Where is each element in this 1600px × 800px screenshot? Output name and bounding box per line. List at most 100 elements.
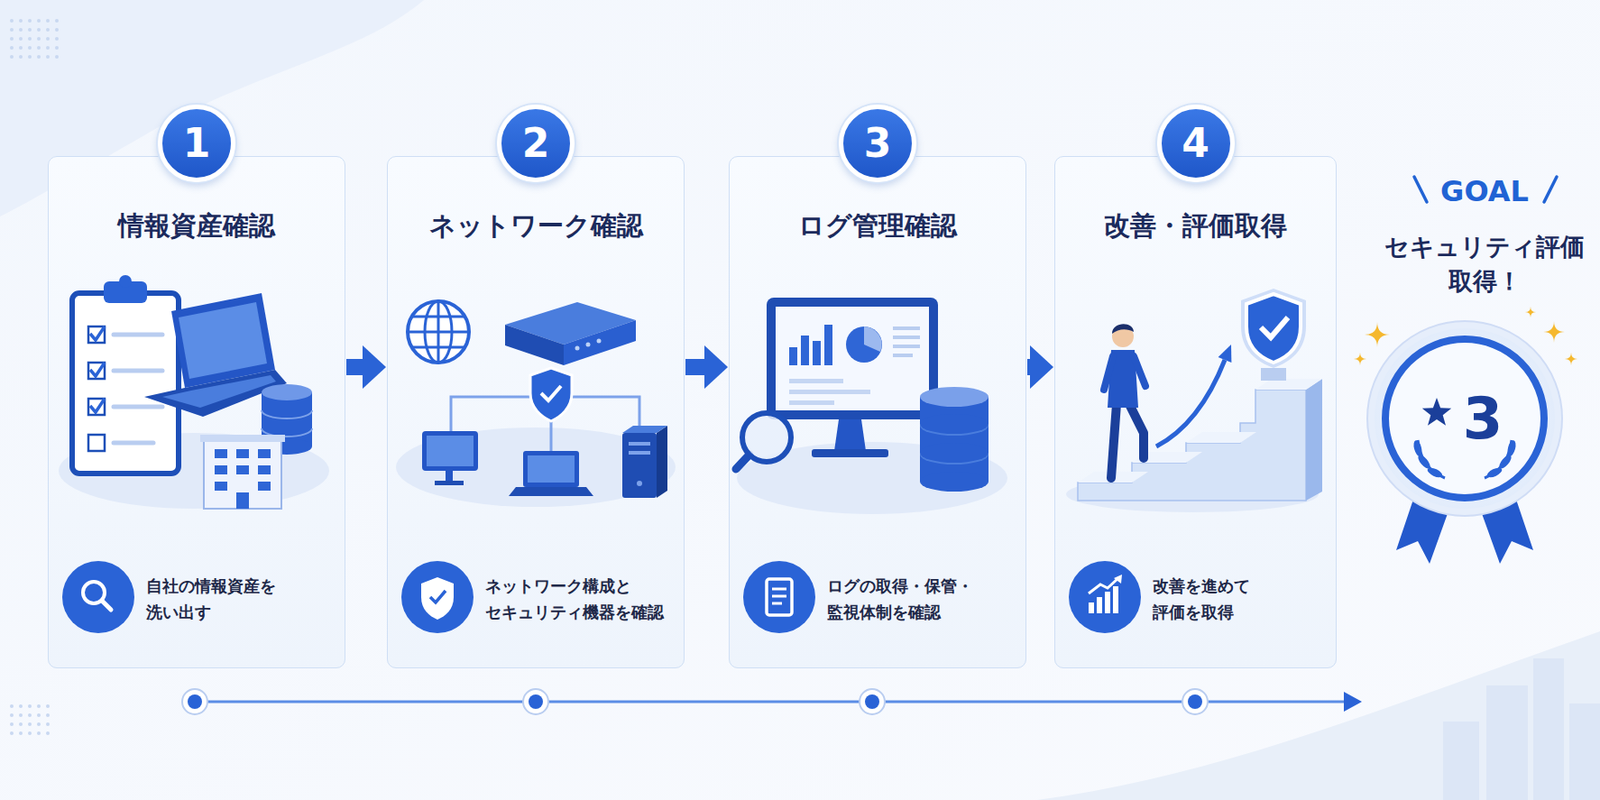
step-title: 情報資産確認 [118, 207, 276, 244]
badge-outer [1374, 328, 1555, 509]
stairs-side [1305, 378, 1323, 501]
globe-lines [407, 301, 469, 363]
description-column: 自社の情報資産を 洗い出す [146, 572, 332, 626]
checkmark [90, 326, 105, 341]
platform [395, 427, 676, 507]
chart-icon-arrow [1088, 578, 1119, 594]
chart-icon-bar [1104, 591, 1111, 614]
list-line [113, 441, 154, 446]
shield-check [541, 386, 561, 401]
monitor-base [434, 480, 464, 486]
screen-line [892, 335, 920, 340]
goal-slash [1544, 176, 1557, 203]
door [236, 492, 249, 509]
timeline-arrowhead [1343, 691, 1362, 712]
building-windows [214, 449, 271, 509]
monitor-stand [834, 419, 866, 451]
database [919, 471, 989, 492]
improvement-illustration [1066, 288, 1323, 513]
timeline-dot [187, 694, 203, 709]
step-arrow [1027, 358, 1030, 376]
step-description: ネットワーク構成と セキュリティ機器を確認 [485, 572, 672, 626]
building-shape [1569, 703, 1600, 800]
server-side [656, 425, 668, 498]
sparkle [1364, 321, 1390, 348]
laurel-leaf [1506, 439, 1518, 457]
badge-star [1422, 397, 1452, 426]
search-icon [101, 600, 111, 610]
chart-icon-bar [1088, 602, 1095, 614]
laurel-leaf [1497, 453, 1514, 471]
chart-bar [789, 347, 798, 366]
description-row: ネットワーク構成と セキュリティ機器を確認 [387, 553, 684, 644]
chart-icon-bar [1096, 597, 1103, 614]
monitor [766, 297, 938, 420]
step-number: 3 [864, 123, 892, 164]
laptop-display [178, 302, 267, 379]
sparkle [1525, 306, 1536, 318]
database-band [261, 410, 313, 437]
card-fill [1054, 156, 1337, 669]
goal-heading: GOAL [1407, 173, 1562, 210]
switch-front [505, 324, 564, 366]
sparkle [1564, 352, 1578, 366]
server-slot [628, 441, 651, 446]
building-shape [1486, 685, 1528, 800]
step-number-circle: 3 [838, 104, 917, 183]
magnifier [742, 413, 791, 462]
person-leg [1111, 404, 1117, 479]
step-card: 1情報資産確認自社の情報資産を 洗い出す [47, 156, 346, 669]
window [257, 481, 271, 491]
monitor [422, 431, 479, 471]
list-line [113, 368, 163, 374]
timeline-line [193, 700, 1346, 704]
server [622, 432, 657, 498]
description-column: ログの取得・保管・ 監視体制を確認 [827, 572, 1013, 626]
checkbox [88, 326, 105, 343]
card-fill [728, 156, 1027, 669]
step-title: ログ管理確認 [798, 207, 957, 244]
screen-line [789, 400, 835, 405]
checkbox [88, 434, 105, 451]
switch-side [563, 320, 636, 366]
monitor-stand [445, 470, 453, 482]
monitor-screen [426, 435, 474, 467]
window [214, 449, 228, 459]
icon-circle [743, 560, 816, 634]
database-top [919, 386, 989, 407]
shield [530, 367, 572, 422]
pie-chart [845, 326, 883, 363]
card-fill [47, 156, 346, 669]
pie-slice [864, 326, 883, 352]
building-roof [200, 434, 286, 442]
step-title: 改善・評価取得 [1103, 207, 1288, 244]
illustration-space [729, 243, 1026, 554]
illustration-space [48, 243, 345, 554]
step-number: 4 [1181, 123, 1210, 164]
step-arrow [346, 358, 363, 376]
step-card: 4改善・評価取得改善を進めて 評価を取得 [1054, 156, 1337, 669]
person-arm [1103, 356, 1113, 390]
screen-line [892, 353, 913, 358]
description-row: 自社の情報資産を 洗い出す [48, 553, 345, 644]
window [257, 449, 271, 459]
screen-line [892, 326, 920, 331]
description-row: 改善を進めて 評価を取得 [1055, 553, 1336, 644]
step-description: ログの取得・保管・ 監視体制を確認 [827, 572, 1013, 626]
person-leg [1129, 404, 1144, 459]
goal-badge: 3 [1381, 335, 1548, 502]
step-number-circle: 1 [157, 104, 236, 183]
checkbox [88, 398, 105, 415]
timeline-dot [528, 694, 543, 709]
shield-icon [421, 577, 454, 620]
building-shape [1533, 658, 1564, 800]
laurel-leaf [1485, 466, 1504, 480]
person-arm [1133, 356, 1146, 387]
chart-bar [812, 340, 821, 366]
timeline-dot [1187, 694, 1203, 709]
window [236, 449, 249, 459]
window [257, 465, 271, 475]
